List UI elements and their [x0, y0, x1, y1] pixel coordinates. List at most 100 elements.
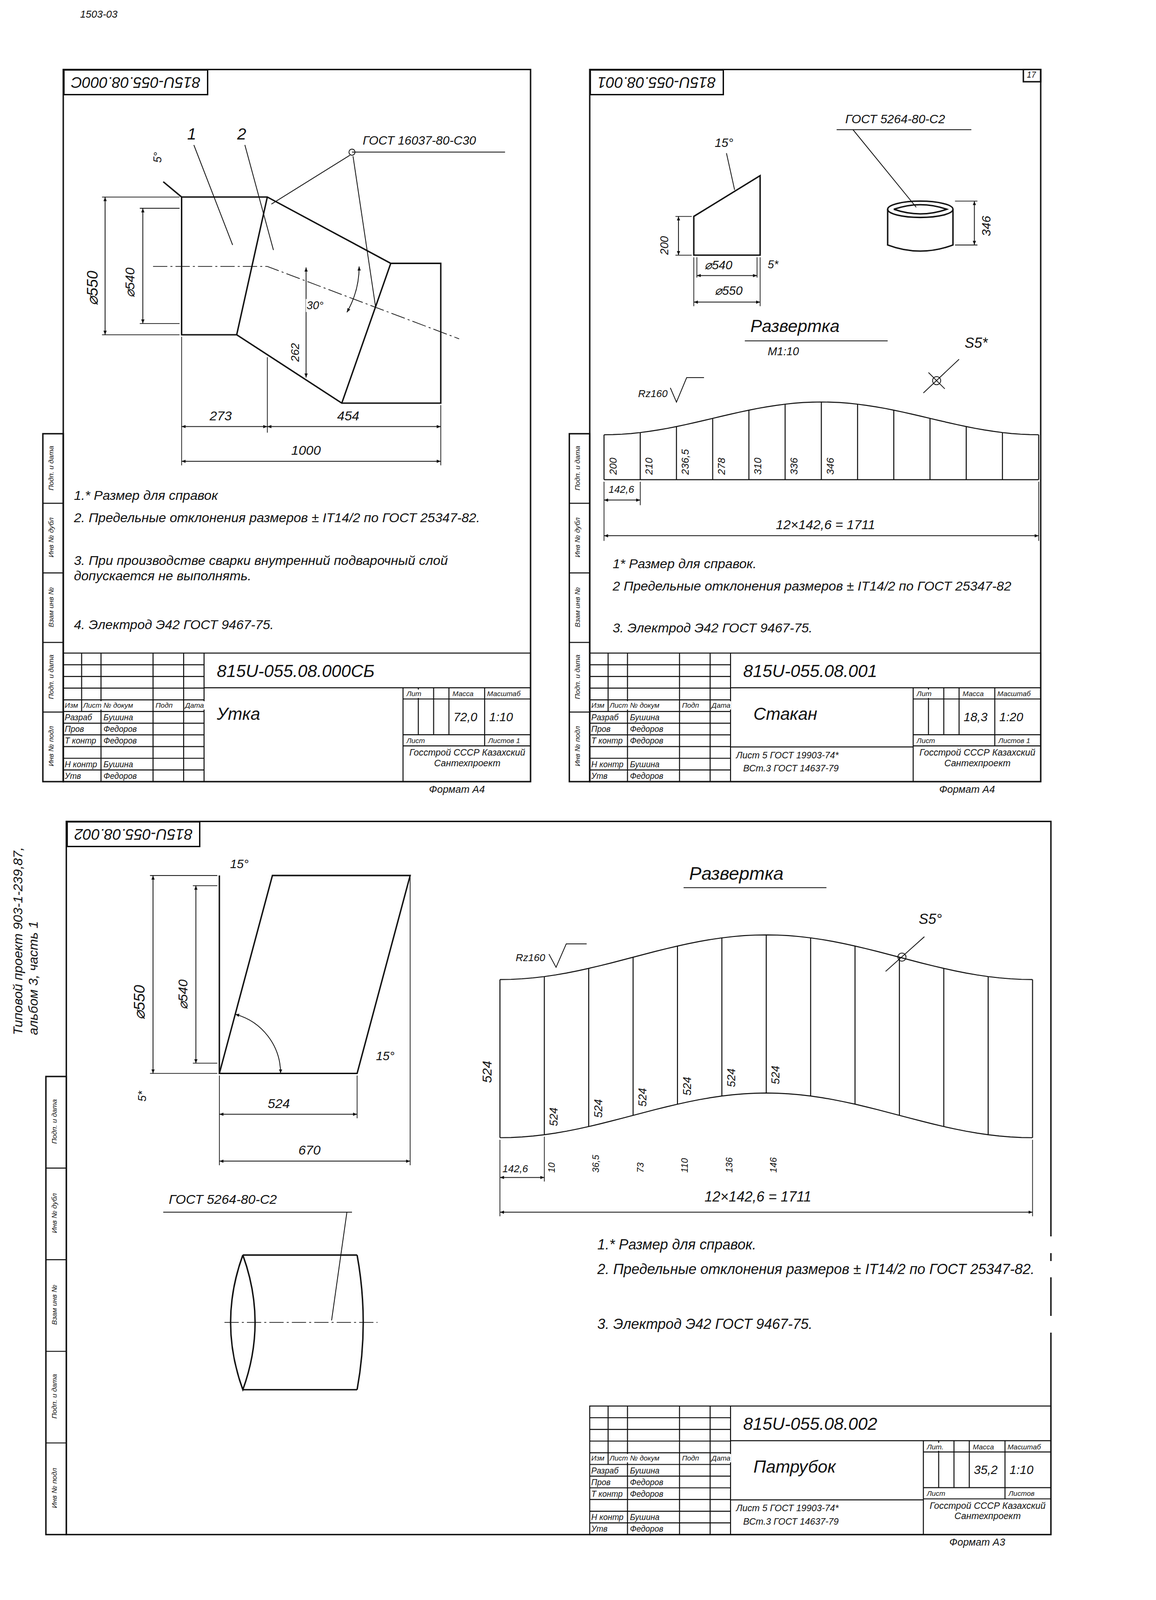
drawing-text: 5*: [767, 258, 779, 272]
drawing-text: 3. Электрод Э42 ГОСТ 9467-75.: [612, 620, 1032, 636]
margin-line: [569, 502, 590, 504]
part-outline: [163, 181, 182, 198]
drawing-text: Федоров: [629, 724, 665, 734]
drawing-text: 72,0: [452, 710, 478, 725]
drawing-text: 4. Электрод Э42 ГОСТ 9467-75.: [73, 617, 524, 633]
grid-line: [589, 687, 731, 689]
development-line: [1031, 979, 1033, 1138]
designation-stamp: 815U-055.08.000С: [63, 69, 209, 96]
leader-line: [163, 1212, 353, 1321]
grid-line: [63, 769, 205, 771]
dimension-line: [499, 1211, 1033, 1213]
dimension-line: [697, 275, 758, 277]
development-line: [893, 410, 895, 480]
dimension-line: [219, 1113, 358, 1115]
drawing-text: ⌀550: [130, 984, 149, 1021]
dimension-line: [677, 216, 679, 255]
drawing-text: Лист 5 ГОСТ 19903-74*: [735, 1502, 839, 1514]
drawing-text: ГОСТ 16037-80-С30: [362, 133, 477, 148]
drawing-text: Н контр: [590, 759, 624, 770]
grid-line: [730, 687, 1041, 689]
drawing-text: Федоров: [103, 771, 138, 781]
development-line: [588, 968, 590, 1127]
drawing-text: ⌀540: [175, 979, 191, 1011]
drawing-text: Подп. и дата: [50, 1353, 59, 1441]
sheet-frame: [42, 433, 64, 782]
drawing-text: Масса: [962, 689, 984, 698]
dimension-line: [604, 535, 1039, 537]
dimension-line: [105, 197, 1039, 1213]
grid-line: [589, 1487, 731, 1489]
dimension-line: [104, 197, 106, 335]
dimension-line: [152, 875, 154, 1074]
drawing-text: ⌀550: [83, 270, 102, 306]
designation-stamp: 815U-055.08.002: [66, 821, 201, 848]
drawing-text: Взам инв №: [573, 574, 582, 639]
grid-line: [63, 687, 205, 689]
grid-line: [63, 699, 205, 701]
drawing-text: Дата: [710, 701, 731, 710]
sheet-frame: [589, 69, 1041, 782]
drawing-text: Бушина: [103, 712, 134, 723]
generated-lines: [42, 402, 1051, 1535]
development-line: [943, 968, 945, 1127]
leader-line: [744, 340, 888, 342]
drawing-text: Лит.: [926, 1442, 944, 1452]
drawing-text: S5°: [918, 910, 943, 928]
grid-line: [943, 687, 945, 735]
drawing-text: Лист: [405, 736, 426, 745]
grid-line: [589, 1510, 731, 1512]
grid-line: [589, 1475, 731, 1477]
grid-line: [923, 1451, 1051, 1453]
drawing-text: 3. При производстве сварки внутренний по…: [73, 552, 524, 584]
drawing-text: Утка: [216, 704, 261, 725]
drawing-text: 210: [643, 457, 655, 476]
drawing-text: Федоров: [629, 1524, 665, 1534]
drawing-text: 336: [788, 457, 800, 476]
drawing-text: Инв № подл: [50, 1445, 59, 1532]
dimension-line: [142, 208, 144, 324]
drawing-text: 454: [336, 408, 360, 424]
drawing-text: 1.* Размер для справок.: [597, 1236, 1052, 1253]
drawing-text: Лист: [82, 701, 103, 710]
development-line: [748, 410, 750, 480]
drawing-text: Бушина: [629, 1466, 661, 1476]
drawing-text: Утв: [590, 771, 608, 781]
drawing-text: Инв № дубл: [46, 505, 56, 570]
drawing-text: Н контр: [590, 1512, 624, 1522]
drawing-text: Масштаб: [996, 689, 1032, 698]
drawing-text: Подп: [155, 701, 174, 710]
drawing-text: 35,2: [973, 1462, 998, 1477]
drawing-text: 524: [724, 1068, 738, 1088]
drawing-text: Масса: [972, 1442, 995, 1452]
extension-line: [219, 877, 411, 1166]
grid-line: [403, 734, 531, 736]
grid-line: [678, 653, 680, 782]
drawing-text: Т контр: [590, 1489, 623, 1499]
drawing-text: 815U-055.08.002: [742, 1414, 878, 1435]
drawing-text: Лист: [609, 1454, 629, 1463]
drawing-text: Инв № дубл: [573, 505, 582, 570]
drawing-text: Масса: [451, 689, 474, 698]
drawing-text: 1000: [290, 442, 321, 459]
drawing-text: Федоров: [629, 736, 665, 746]
grid-line: [100, 653, 102, 782]
drawing-text: 15°: [714, 135, 734, 150]
drawing-text: 15°: [375, 1049, 395, 1063]
drawing-text: 236,5: [679, 449, 691, 476]
drawing-text: 12×142,6 = 1711: [704, 1188, 812, 1205]
drawing-text: 15°: [229, 857, 250, 871]
grid-line: [994, 687, 996, 746]
drawing-text: ⌀540: [122, 266, 138, 299]
drawing-text: Подп. и дата: [573, 435, 582, 500]
margin-line: [42, 642, 64, 644]
grid-line: [589, 757, 731, 759]
leader-line: [932, 376, 941, 386]
leader-line: [352, 151, 505, 153]
grid-line: [152, 653, 154, 782]
drawing-text: Лит: [405, 689, 422, 698]
leader-line: [348, 149, 355, 156]
drawing-text: 1* Размер для справок.: [612, 556, 1032, 572]
sheet-frame: [66, 821, 1051, 1535]
part-outline: [341, 263, 391, 404]
